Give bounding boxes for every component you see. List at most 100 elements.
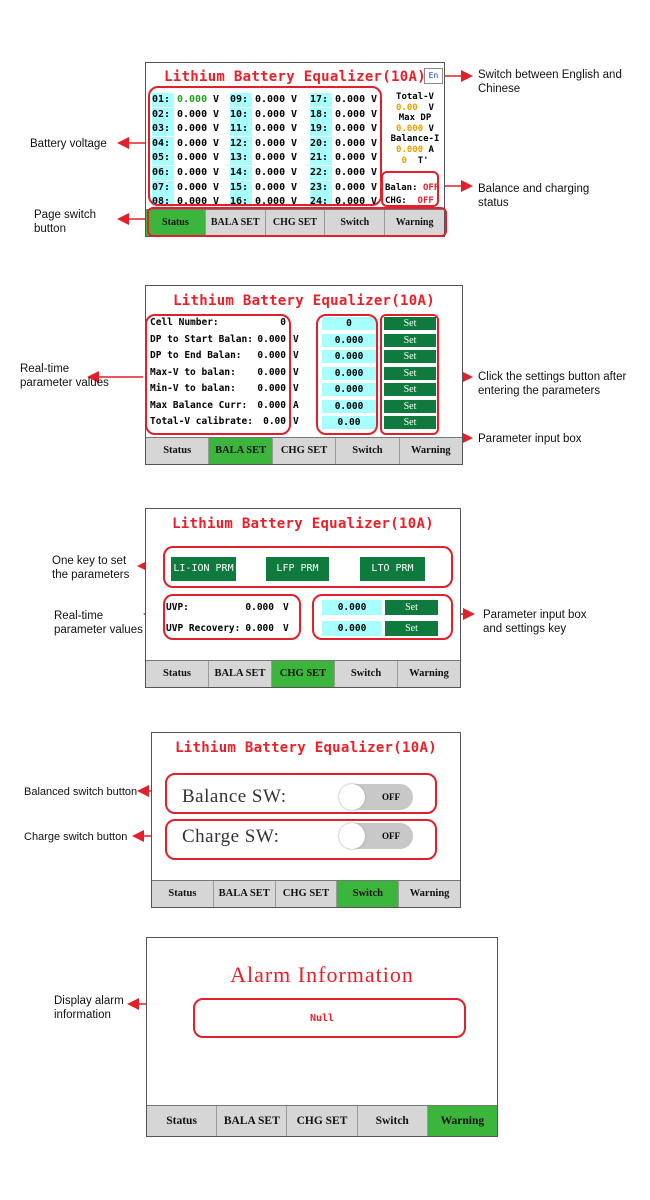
tab-warning[interactable]: Warning xyxy=(398,661,460,687)
cell-number-label: 01: xyxy=(152,93,174,107)
cell-voltage-unit: V xyxy=(213,181,220,193)
tab-warning[interactable]: Warning xyxy=(399,881,460,907)
cell-number-label: 23: xyxy=(310,180,332,195)
lto-preset-button[interactable]: LTO PRM xyxy=(360,557,425,581)
tab-switch[interactable]: Switch xyxy=(336,438,400,464)
callout-page-switch xyxy=(147,207,447,237)
param-current-value: 0.000 xyxy=(245,623,274,634)
param-set-button[interactable]: Set xyxy=(384,366,436,380)
param-input-box[interactable]: 0.000 xyxy=(322,621,382,636)
tab-warning[interactable]: Warning xyxy=(427,1106,498,1136)
status-title: Lithium Battery Equalizer(10A) xyxy=(164,69,426,85)
param-label: UVP: xyxy=(166,602,189,613)
cell-voltage-unit: V xyxy=(291,137,298,149)
tab-chg-set[interactable]: CHG SET xyxy=(272,661,335,687)
param-input-box[interactable]: 0.000 xyxy=(322,333,376,347)
tab-bar: Status BALA SET CHG SET Switch Warning xyxy=(146,437,463,464)
cell-voltage-value: 0.000 xyxy=(177,181,208,193)
cell-number-label: 18: xyxy=(310,107,332,122)
tab-bala-set[interactable]: BALA SET xyxy=(217,1106,288,1136)
tab-chg-set[interactable]: CHG SET xyxy=(265,210,326,236)
param-input-box[interactable]: 0.000 xyxy=(322,383,376,396)
param-set-button[interactable]: Set xyxy=(384,416,436,429)
tab-status[interactable]: Status xyxy=(146,661,209,687)
param-set-button[interactable]: Set xyxy=(385,621,438,636)
param-set-button[interactable]: Set xyxy=(384,399,436,413)
cell-voltage-unit: V xyxy=(213,123,220,135)
cell-number-label: 22: xyxy=(310,166,332,180)
annotation-balance-charging: Balance and charging status xyxy=(478,183,590,209)
param-input-box[interactable]: 0.000 xyxy=(322,366,376,380)
cell-number-label: 02: xyxy=(152,107,174,122)
summary-panel: Total-V 0.00 V Max DP 0.000 V Balance-I … xyxy=(386,92,444,167)
tab-switch[interactable]: Switch xyxy=(337,881,400,907)
cell-voltage-unit: V xyxy=(291,152,298,164)
balance-toggle[interactable]: OFF xyxy=(339,784,413,810)
param-input-box[interactable]: 0 xyxy=(322,317,376,330)
tab-bala-set[interactable]: BALA SET xyxy=(209,438,273,464)
param-set-button[interactable]: Set xyxy=(384,333,436,347)
cell-voltage-value: 0.000 xyxy=(335,152,366,164)
tab-status[interactable]: Status xyxy=(152,881,214,907)
cell-voltage-value: 0.000 xyxy=(177,167,208,178)
cell-voltage-unit: V xyxy=(371,181,378,193)
tab-status[interactable]: Status xyxy=(146,438,210,464)
param-label: Cell Number: xyxy=(150,317,219,328)
tab-warning[interactable]: Warning xyxy=(399,438,463,464)
tab-chg-set[interactable]: CHG SET xyxy=(287,1106,358,1136)
annotation-battery-voltage: Battery voltage xyxy=(30,138,107,150)
param-input-box[interactable]: 0.000 xyxy=(322,600,382,615)
cell-voltage-value: 0.000 xyxy=(335,137,366,149)
cell-voltage-value: 0.000 xyxy=(335,108,366,120)
param-set-button[interactable]: Set xyxy=(384,350,436,363)
balance-charge-status: Balan: OFF CHG: OFF xyxy=(385,182,439,208)
param-current-value: 0.000 xyxy=(257,383,286,394)
bala-set-title: Lithium Battery Equalizer(10A) xyxy=(173,293,435,309)
cell-voltage-unit: V xyxy=(371,152,378,164)
param-input-box[interactable]: 0.000 xyxy=(322,399,376,413)
chg-status: OFF xyxy=(417,196,434,206)
callout-input-and-key xyxy=(312,594,453,640)
param-current-value: 0.000 xyxy=(257,350,286,361)
alarm-message: Null xyxy=(309,1013,335,1024)
param-input-box[interactable]: 0.000 xyxy=(322,350,376,363)
balance-switch-label: Balance SW: xyxy=(182,786,287,807)
param-input-box[interactable]: 0.00 xyxy=(322,416,376,429)
chg-set-title: Lithium Battery Equalizer(10A) xyxy=(172,516,434,532)
callout-battery-voltage xyxy=(148,86,382,206)
cell-voltage-unit: V xyxy=(371,94,378,105)
param-set-button[interactable]: Set xyxy=(384,383,436,396)
tab-switch[interactable]: Switch xyxy=(335,661,398,687)
cell-voltage-unit: V xyxy=(291,181,298,193)
tab-status[interactable]: Status xyxy=(146,210,206,236)
tab-chg-set[interactable]: CHG SET xyxy=(275,881,338,907)
tab-bala-set[interactable]: BALA SET xyxy=(209,661,272,687)
param-set-button[interactable]: Set xyxy=(384,317,436,330)
annotation-display-alarm: Display alarm information xyxy=(54,995,124,1021)
tab-chg-set[interactable]: CHG SET xyxy=(272,438,337,464)
cell-number-label: 05: xyxy=(152,151,174,166)
language-switch-button[interactable]: En xyxy=(424,68,443,84)
annotation-balanced-switch: Balanced switch button xyxy=(24,786,138,798)
tab-warning[interactable]: Warning xyxy=(385,210,444,236)
tab-bala-set[interactable]: BALA SET xyxy=(205,210,266,236)
callout-input-box xyxy=(316,314,378,435)
tab-bar: Status BALA SET CHG SET Switch Warning xyxy=(147,1105,498,1136)
charge-toggle[interactable]: OFF xyxy=(339,823,413,849)
cell-number-label: 13: xyxy=(230,151,252,166)
cell-voltage-value: 0.000 xyxy=(177,196,208,208)
tab-switch[interactable]: Switch xyxy=(357,1106,428,1136)
tab-switch[interactable]: Switch xyxy=(325,210,386,236)
param-unit: V xyxy=(293,350,299,361)
lfp-preset-button[interactable]: LFP PRM xyxy=(266,557,329,581)
cell-voltage-unit: V xyxy=(291,196,298,208)
param-set-button[interactable]: Set xyxy=(385,600,438,615)
tab-status[interactable]: Status xyxy=(147,1106,218,1136)
balan-status: OFF xyxy=(422,183,440,193)
cell-voltage-unit: V xyxy=(213,196,220,208)
li-ion-preset-button[interactable]: LI-ION PRM xyxy=(171,557,236,581)
tab-bala-set[interactable]: BALA SET xyxy=(213,881,276,907)
cell-voltage-unit: V xyxy=(371,123,378,135)
cell-number-label: 04: xyxy=(152,136,174,151)
